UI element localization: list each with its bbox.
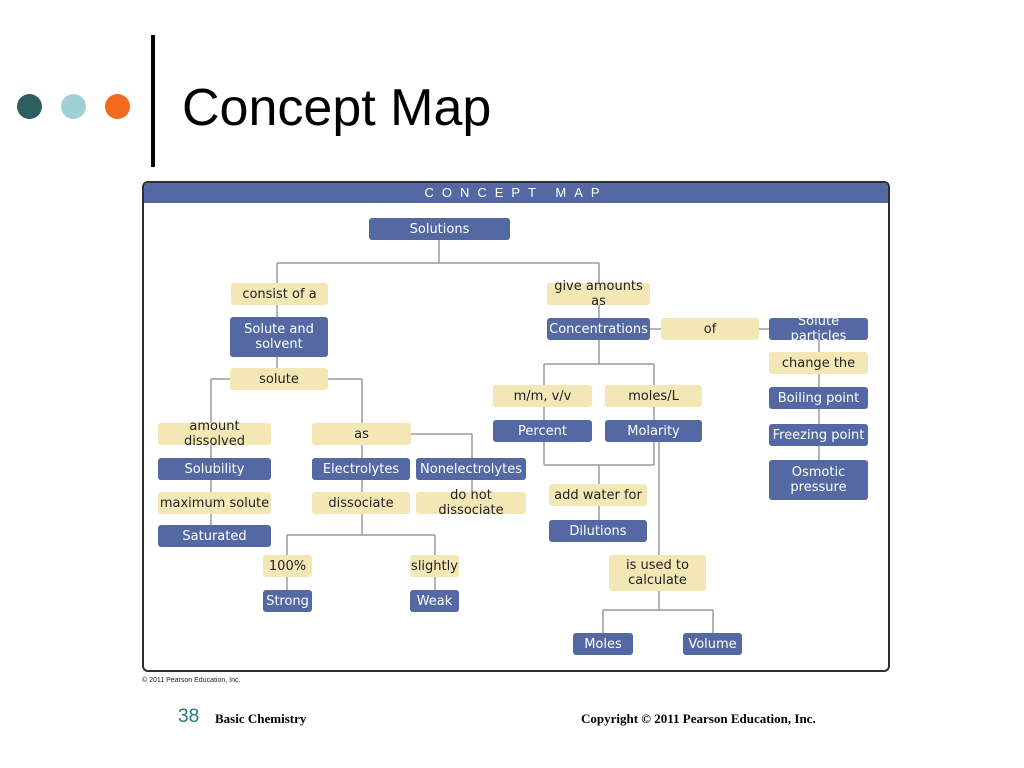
link-slightly: slightly <box>410 555 459 577</box>
node-moles: Moles <box>573 633 633 655</box>
concept-map: CONCEPT MAP Solutions consist of a Solut… <box>142 181 890 672</box>
footer-course-title: Basic Chemistry <box>215 711 307 726</box>
link-as: as <box>312 423 411 445</box>
link-give-amounts-as: give amounts as <box>547 279 650 309</box>
node-solubility: Solubility <box>158 458 271 480</box>
title-divider-bar <box>151 35 155 167</box>
link-maximum-solute: maximum solute <box>158 492 271 514</box>
link-dissociate: dissociate <box>312 492 410 514</box>
node-boiling-point: Boiling point <box>769 387 868 409</box>
footer-copyright: Copyright © 2011 Pearson Education, Inc. <box>581 711 816 726</box>
node-concentrations: Concentrations <box>547 318 650 340</box>
link-solute: solute <box>230 368 328 390</box>
node-weak: Weak <box>410 590 459 612</box>
node-saturated: Saturated <box>158 525 271 547</box>
link-m-m-v-v: m/m, v/v <box>493 385 592 407</box>
link-do-not-dissociate: do not dissociate <box>416 488 526 518</box>
slide-title: Concept Map <box>182 79 492 137</box>
link-100-percent: 100% <box>263 555 312 577</box>
link-of: of <box>661 318 759 340</box>
node-percent: Percent <box>493 420 592 442</box>
link-consist-of-a: consist of a <box>231 283 328 305</box>
node-electrolytes: Electrolytes <box>312 458 410 480</box>
concept-map-header: CONCEPT MAP <box>144 183 888 203</box>
node-dilutions: Dilutions <box>549 520 647 542</box>
slide-number: 38 <box>178 706 200 727</box>
link-change-the: change the <box>769 352 868 374</box>
node-nonelectrolytes: Nonelectrolytes <box>416 458 526 480</box>
node-solute-particles: Solute particles <box>769 314 868 344</box>
node-strong: Strong <box>263 590 312 612</box>
node-freezing-point: Freezing point <box>769 424 868 446</box>
link-is-used-to-calculate: is used to calculate <box>609 555 706 591</box>
link-moles-per-liter: moles/L <box>605 385 702 407</box>
map-image-copyright: © 2011 Pearson Education, Inc. <box>142 677 241 684</box>
decorative-dot-dark-teal <box>17 94 42 119</box>
decorative-dot-light-teal <box>61 94 86 119</box>
node-volume: Volume <box>683 633 742 655</box>
node-solutions: Solutions <box>369 218 510 240</box>
node-solute-and-solvent: Solute and solvent <box>230 317 328 357</box>
node-molarity: Molarity <box>605 420 702 442</box>
node-osmotic-pressure: Osmotic pressure <box>769 460 868 500</box>
link-add-water-for: add water for <box>549 484 647 506</box>
link-amount-dissolved: amount dissolved <box>158 419 271 449</box>
decorative-dot-orange <box>105 94 130 119</box>
